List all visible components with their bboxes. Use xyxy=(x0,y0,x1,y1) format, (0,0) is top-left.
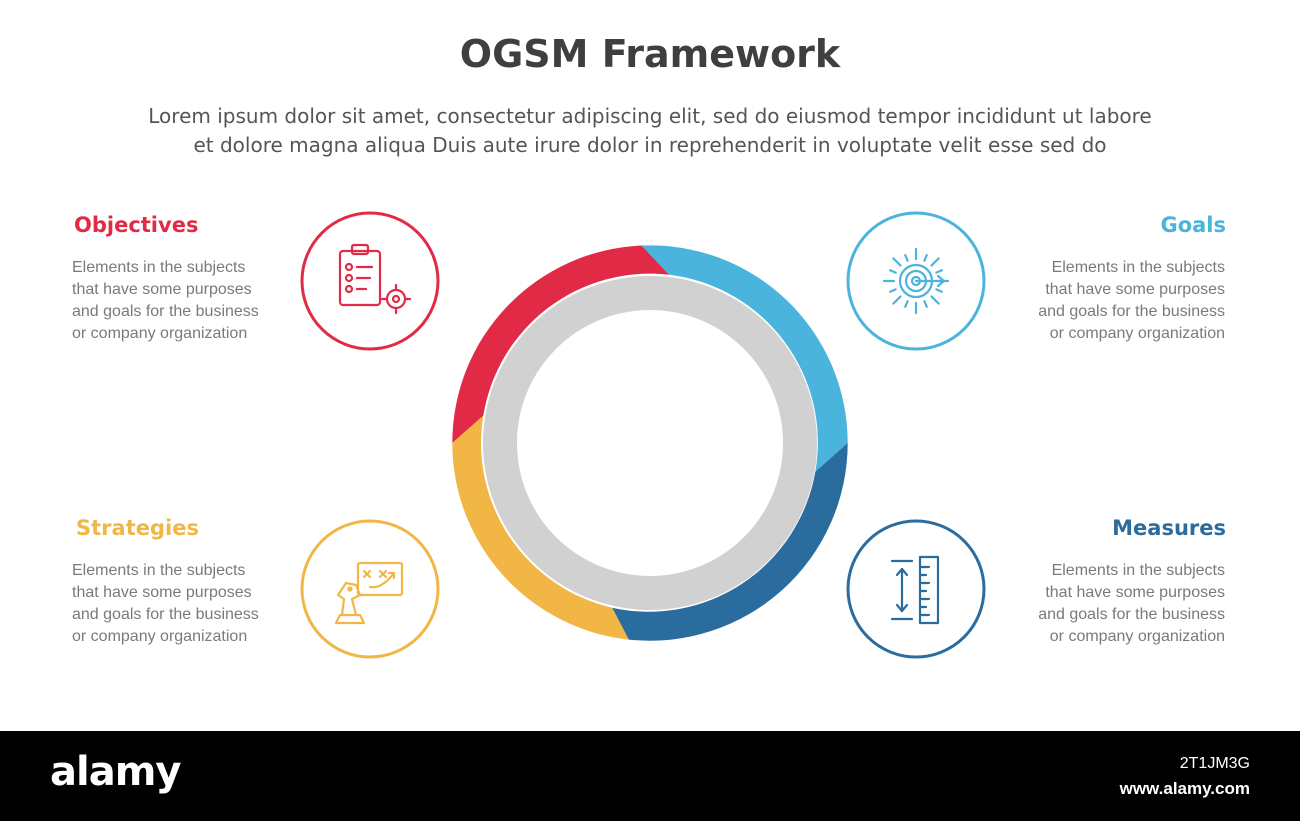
target-ray xyxy=(930,295,940,305)
clipboard-target-icon xyxy=(338,243,412,315)
subtitle-line-1: Lorem ipsum dolor sit amet, consectetur … xyxy=(148,104,1152,128)
objectives-icon-circle xyxy=(300,211,440,351)
goals-label: Goals xyxy=(1160,213,1226,237)
objectives-desc-line-1: Elements in the subjects xyxy=(72,259,246,276)
ring-segment-goals xyxy=(641,245,848,472)
watermark-footer: alamy 2T1JM3G www.alamy.com xyxy=(0,731,1300,821)
strategies-desc-line-4: or company organization xyxy=(72,628,248,645)
strategies-desc-line-1: Elements in the subjects xyxy=(72,562,246,579)
measures-desc-line-2: that have some purposes xyxy=(1045,584,1225,601)
watermark-site: www.alamy.com xyxy=(1119,779,1250,798)
goals-desc-line-1: Elements in the subjects xyxy=(1051,259,1225,276)
objectives-desc-line-4: or company organization xyxy=(72,325,248,342)
measures-description: Elements in the subjects that have some … xyxy=(995,560,1225,648)
ring-inner-shade xyxy=(483,276,817,610)
target-ray xyxy=(904,300,909,308)
ruler-measure-icon xyxy=(890,555,940,625)
objectives-description: Elements in the subjects that have some … xyxy=(72,257,302,345)
ring-segment-measures xyxy=(612,443,848,641)
strategies-description: Elements in the subjects that have some … xyxy=(72,560,302,648)
goals-icon-circle xyxy=(846,211,986,351)
goals-desc-line-3: and goals for the business xyxy=(1038,303,1225,320)
subtitle-line-2: et dolore magna aliqua Duis aute irure d… xyxy=(193,133,1107,157)
target-arrow-icon xyxy=(882,247,950,315)
target-ray xyxy=(892,257,902,267)
measures-label: Measures xyxy=(1112,516,1226,540)
target-ray xyxy=(889,288,897,293)
target-ray xyxy=(930,257,940,267)
goals-description: Elements in the subjects that have some … xyxy=(995,257,1225,345)
target-ray xyxy=(935,269,943,274)
strategies-desc-line-3: and goals for the business xyxy=(72,606,259,623)
measures-desc-line-1: Elements in the subjects xyxy=(1051,562,1225,579)
target-ray xyxy=(904,254,909,262)
measures-icon-circle xyxy=(846,519,986,659)
strategies-icon-circle xyxy=(300,519,440,659)
goals-desc-line-2: that have some purposes xyxy=(1045,281,1225,298)
objectives-desc-line-3: and goals for the business xyxy=(72,303,259,320)
target-ray xyxy=(923,300,928,308)
watermark-image-code: 2T1JM3G xyxy=(1179,755,1250,772)
objectives-label: Objectives xyxy=(74,213,199,237)
target-ray xyxy=(923,254,928,262)
ogsm-cycle-ring xyxy=(452,245,848,641)
watermark-brand: alamy xyxy=(50,749,181,795)
ring-center xyxy=(519,312,781,574)
goals-desc-line-4: or company organization xyxy=(1049,325,1225,342)
target-ray xyxy=(892,295,902,305)
page-title: OGSM Framework xyxy=(459,32,841,76)
ring-segment-objectives xyxy=(452,245,670,443)
target-ray xyxy=(935,288,943,293)
chess-strategy-board-icon xyxy=(334,561,404,625)
ring-segment-strategies xyxy=(452,415,629,640)
measures-desc-line-4: or company organization xyxy=(1049,628,1225,645)
objectives-desc-line-2: that have some purposes xyxy=(72,281,252,298)
measures-desc-line-3: and goals for the business xyxy=(1038,606,1225,623)
strategies-label: Strategies xyxy=(76,516,199,540)
page-subtitle: Lorem ipsum dolor sit amet, consectetur … xyxy=(60,102,1240,160)
target-ray xyxy=(889,269,897,274)
strategies-desc-line-2: that have some purposes xyxy=(72,584,252,601)
